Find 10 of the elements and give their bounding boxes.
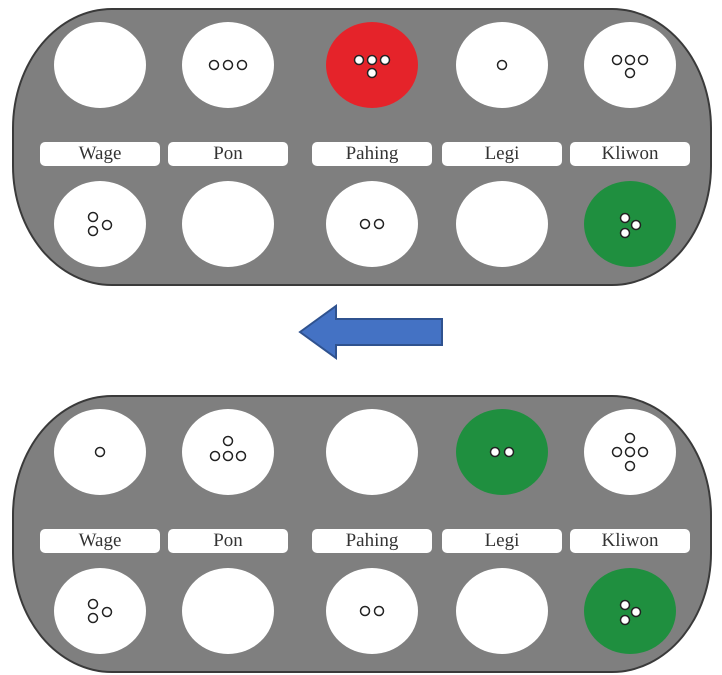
- pit-label: Pon: [168, 529, 288, 553]
- pit-label: Pahing: [312, 529, 432, 553]
- pit-label: Legi: [442, 142, 562, 166]
- pit-label: Legi: [442, 529, 562, 553]
- pit-label: Kliwon: [570, 142, 690, 166]
- pit-label: Wage: [40, 142, 160, 166]
- pit-label: Wage: [40, 529, 160, 553]
- pit-label: Kliwon: [570, 529, 690, 553]
- pit-label: Pon: [168, 142, 288, 166]
- pit-label: Pahing: [312, 142, 432, 166]
